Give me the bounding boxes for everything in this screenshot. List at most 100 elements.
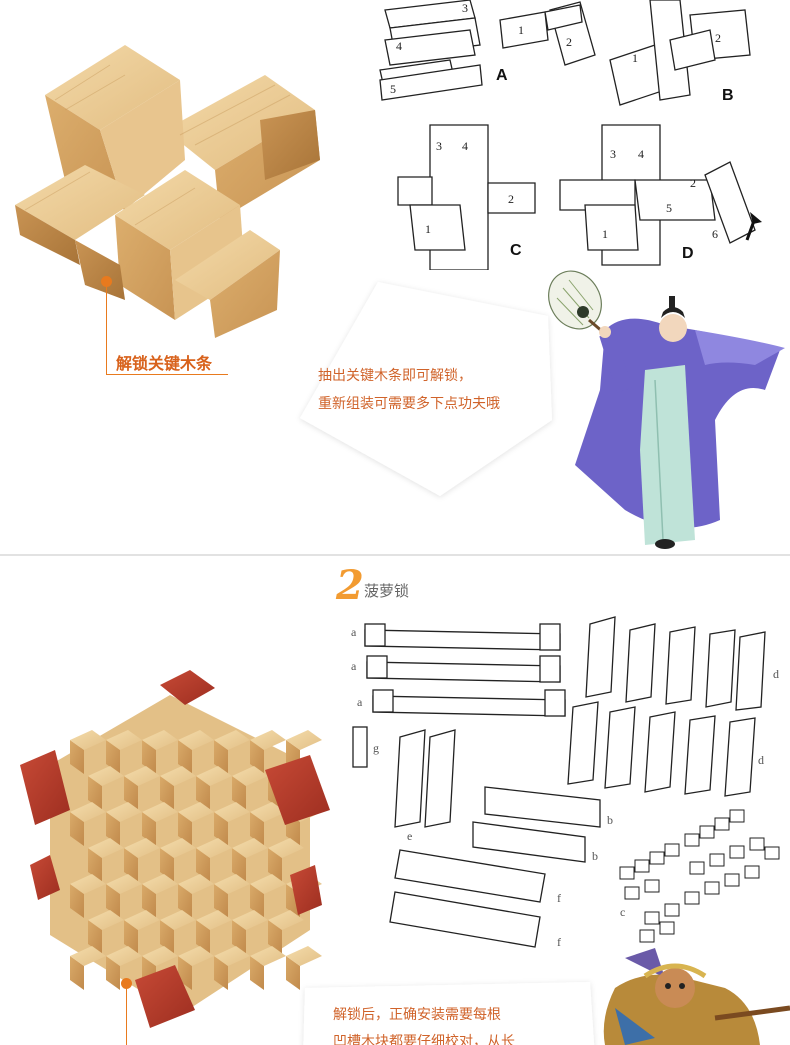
callout-pentagon <box>303 982 595 1045</box>
pointer-dot <box>101 276 112 287</box>
wood-cube-top <box>232 838 268 858</box>
diagram-label-b: B <box>722 87 734 104</box>
wood-cube-top <box>250 802 286 822</box>
wood-cube-top <box>142 874 178 894</box>
wood-cube-top <box>124 910 160 930</box>
wood-cube-top <box>178 874 214 894</box>
piece-tag: f <box>557 935 561 949</box>
piece-number: 3 <box>610 147 616 161</box>
wood-cube-top <box>232 766 268 786</box>
wood-cube-top <box>142 730 178 750</box>
wood-cube-side <box>214 956 228 990</box>
wood-cube-side <box>124 776 138 810</box>
wood-cube-top <box>106 730 142 750</box>
wood-cube-top <box>142 802 178 822</box>
pointer-dot <box>121 978 132 989</box>
wood-cube-top <box>178 802 214 822</box>
wood-cube-top <box>286 946 322 966</box>
wood-cube-top <box>88 910 124 930</box>
wood-cube-side <box>70 956 84 990</box>
callout-text-line: 重新组装可需要多下点功夫哦 <box>318 396 500 412</box>
pointer-line <box>126 988 127 1045</box>
piece-tag: e <box>407 829 412 843</box>
piece-tag: d <box>773 667 779 681</box>
piece-number: 3 <box>436 139 442 153</box>
piece-number: 1 <box>632 51 638 65</box>
wood-cube-top <box>70 730 106 750</box>
wood-cube-top <box>106 946 142 966</box>
wood-cube-top <box>70 946 106 966</box>
wood-cube-side <box>70 812 84 846</box>
wood-cube-top <box>232 910 268 930</box>
wood-cube-top <box>250 946 286 966</box>
wood-cube-side <box>106 740 120 774</box>
burr-puzzle-photo <box>15 45 320 338</box>
wood-cube-top <box>268 910 304 930</box>
wood-cube-top <box>196 838 232 858</box>
diagram-label-d: D <box>682 245 694 262</box>
piece-tag: a <box>351 659 357 673</box>
wood-cube-top <box>124 766 160 786</box>
wood-cube-top <box>160 838 196 858</box>
wood-cube-top <box>142 946 178 966</box>
wood-cube-top <box>286 730 322 750</box>
wood-cube-top <box>250 730 286 750</box>
piece-number: 6 <box>712 227 718 241</box>
diagram-label-a: A <box>496 67 508 84</box>
wood-cube-side <box>250 884 264 918</box>
piece-number: 1 <box>518 23 524 37</box>
wood-cube-side <box>178 812 192 846</box>
pineapple-lock-diagrams: a a a g e d d b b f f c <box>351 616 780 949</box>
piece-number: 5 <box>666 201 672 215</box>
wood-cube-side <box>142 740 156 774</box>
wood-cube-side <box>268 848 282 882</box>
wood-cube-side <box>142 884 156 918</box>
piece-tag: c <box>620 905 625 919</box>
wood-cube-top <box>178 730 214 750</box>
callout-text-line: 解锁后，正确安装需要每根 <box>333 1007 501 1023</box>
wood-cube-side <box>88 920 102 954</box>
piece-number: 3 <box>462 1 468 15</box>
wood-cube-side <box>250 740 264 774</box>
piece-tag: b <box>592 849 598 863</box>
piece-tag: g <box>373 741 379 755</box>
piece-number: 4 <box>638 147 644 161</box>
character-strategist-illustration <box>548 270 785 549</box>
character-monkey-king-illustration <box>603 948 790 1045</box>
wood-cube-side <box>124 920 138 954</box>
wood-cube-side <box>286 956 300 990</box>
piece-number: 4 <box>462 139 468 153</box>
wood-cube-side <box>88 776 102 810</box>
wood-cube-top <box>160 766 196 786</box>
wood-cube-side <box>106 956 120 990</box>
section-number: 2 <box>336 562 364 609</box>
wood-cube-side <box>160 920 174 954</box>
wood-cube-side <box>70 884 84 918</box>
piece-tag: f <box>557 891 561 905</box>
wood-cube-top <box>124 838 160 858</box>
piece-number: 2 <box>566 35 572 49</box>
wood-cube-top <box>214 730 250 750</box>
diagram-label-c: C <box>510 242 522 259</box>
piece-tag: d <box>758 753 764 767</box>
wood-cube-side <box>160 848 174 882</box>
wood-cube-top <box>106 802 142 822</box>
piece-number: 1 <box>425 222 431 236</box>
wood-cube-top <box>88 838 124 858</box>
section-divider <box>0 554 790 556</box>
wood-cube-side <box>106 884 120 918</box>
wood-cube-side <box>268 920 282 954</box>
callout-text-line: 凹槽木块都要仔细校对，从长 <box>333 1034 515 1045</box>
wood-cube-side <box>196 848 210 882</box>
wood-cube-side <box>214 812 228 846</box>
wood-cube-top <box>214 946 250 966</box>
wood-cube-top <box>160 910 196 930</box>
wood-cube-top <box>250 874 286 894</box>
burr-assembly-diagrams: 3 1 4 2 5 1 2 3 4 2 1 3 4 2 5 1 6 A B C … <box>379 0 762 270</box>
wood-cube-side <box>178 884 192 918</box>
wood-cube-side <box>232 776 246 810</box>
piece-number: 2 <box>715 31 721 45</box>
wood-cube-side <box>232 848 246 882</box>
wood-cube-side <box>142 812 156 846</box>
wood-cube-top <box>214 802 250 822</box>
